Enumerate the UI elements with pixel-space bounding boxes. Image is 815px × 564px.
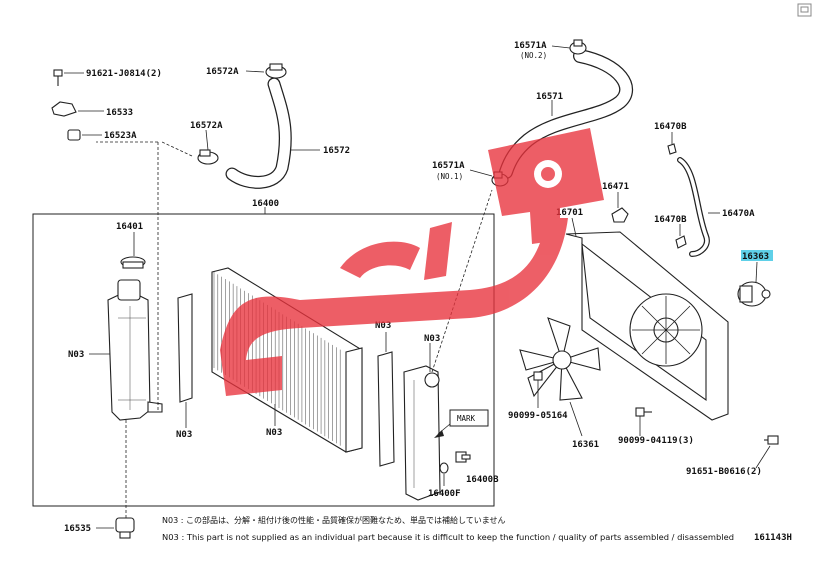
label-16572a-top[interactable]: 16572A: [206, 67, 239, 77]
label-n03-strip[interactable]: N03: [176, 430, 192, 440]
label-no1[interactable]: (NO.1): [436, 172, 463, 181]
mark-callout[interactable]: MARK: [434, 409, 489, 438]
label-91651[interactable]: 91651-B0616(2): [686, 467, 762, 477]
nut-90099-05164[interactable]: [533, 371, 543, 381]
clip-91621[interactable]: [53, 69, 63, 86]
fan-shroud-16701[interactable]: [565, 231, 729, 421]
cushion-16523a[interactable]: [67, 129, 81, 141]
label-16470a[interactable]: 16470A: [722, 209, 755, 219]
label-16400f[interactable]: 16400F: [428, 489, 461, 499]
window-restore-icon[interactable]: [797, 3, 812, 17]
clip-16470b-top[interactable]: [667, 143, 677, 155]
note-en: N03 : This part is not supplied as an in…: [162, 533, 734, 542]
fan-16361[interactable]: [519, 317, 601, 401]
label-16400[interactable]: 16400: [252, 199, 279, 209]
fan-motor-16363[interactable]: [737, 281, 771, 307]
label-no2[interactable]: (NO.2): [520, 51, 547, 60]
grommet-16471[interactable]: [611, 207, 629, 223]
label-16361[interactable]: 16361: [572, 440, 599, 450]
screw-90099-04119[interactable]: [635, 407, 652, 417]
label-n03-tank-right[interactable]: N03: [424, 334, 440, 344]
label-n03-strip-right[interactable]: N03: [375, 321, 391, 331]
label-16363-highlight: [741, 250, 773, 261]
hose-16470a[interactable]: [677, 157, 710, 257]
reserve-tank[interactable]: [107, 279, 163, 421]
clip-16470b-mid[interactable]: [675, 235, 687, 249]
radiator-cap-16401[interactable]: [120, 256, 146, 269]
o-ring-16400f[interactable]: [439, 462, 449, 474]
label-n03-tank[interactable]: N03: [68, 350, 84, 360]
drain-cock-16400b[interactable]: [455, 451, 471, 463]
label-16571a-mid[interactable]: 16571A: [432, 161, 465, 171]
watermark-logo: [220, 128, 604, 396]
radiator-tank-right[interactable]: [403, 365, 441, 501]
hose-clamp-16572a-top[interactable]: [265, 63, 287, 79]
label-16523a[interactable]: 16523A: [104, 131, 137, 141]
label-16470b-mid[interactable]: 16470B: [654, 215, 687, 225]
radiator-seal-strip-right[interactable]: [377, 351, 395, 467]
label-16571[interactable]: 16571: [536, 92, 563, 102]
svg-text:MARK: MARK: [457, 414, 476, 423]
label-90099-04119[interactable]: 90099-04119(3): [618, 436, 694, 446]
label-16535[interactable]: 16535: [64, 524, 91, 534]
bracket-16533[interactable]: [51, 101, 77, 117]
label-16571a-top[interactable]: 16571A: [514, 41, 547, 51]
label-16533[interactable]: 16533: [106, 108, 133, 118]
label-16471[interactable]: 16471: [602, 182, 629, 192]
radiator-seal-strip-left[interactable]: [177, 293, 193, 403]
label-16572a-mid[interactable]: 16572A: [190, 121, 223, 131]
label-16401[interactable]: 16401: [116, 222, 143, 232]
reference-code: 161143H: [754, 533, 792, 543]
hose-clamp-16572a-mid[interactable]: [197, 149, 219, 165]
note-jp: N03 : この部品は、分解・組付け後の性能・品質確保が困難なため、単品では補給…: [162, 515, 505, 525]
bolt-91651[interactable]: [764, 435, 779, 445]
label-16701[interactable]: 16701: [556, 208, 583, 218]
label-16400b[interactable]: 16400B: [466, 475, 499, 485]
cap-16535[interactable]: [115, 517, 135, 539]
radiator-assembly-frame: [32, 213, 495, 507]
label-n03-core[interactable]: N03: [266, 428, 282, 438]
hose-16572[interactable]: [225, 77, 292, 189]
label-16470b-top[interactable]: 16470B: [654, 122, 687, 132]
label-91621[interactable]: 91621-J0814(2): [86, 69, 162, 79]
hose-clamp-16571a-no2[interactable]: [569, 39, 587, 55]
label-90099-05164[interactable]: 90099-05164: [508, 411, 568, 421]
label-16572[interactable]: 16572: [323, 146, 350, 156]
label-16363[interactable]: 16363: [742, 252, 769, 262]
